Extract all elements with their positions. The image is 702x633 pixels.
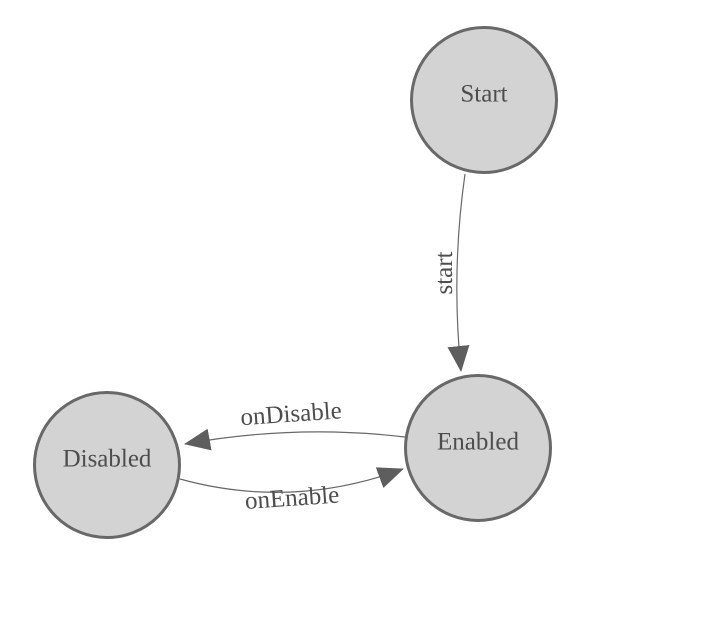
- state-node-enabled[interactable]: Enabled: [404, 374, 552, 522]
- transition-enabled-to-disabled: onDisable: [184, 397, 406, 451]
- transition-path-ondisable[interactable]: [184, 428, 406, 451]
- transition-label-start: start: [431, 251, 458, 294]
- state-node-disabled[interactable]: Disabled: [33, 391, 181, 539]
- state-circle-disabled[interactable]: [33, 391, 181, 539]
- transition-path-onenable[interactable]: [179, 467, 404, 493]
- state-circle-start[interactable]: [410, 26, 558, 174]
- transition-label-ondisable: onDisable: [240, 397, 343, 431]
- state-label-enabled: Enabled: [437, 428, 519, 455]
- transition-start-to-enabled: start: [431, 173, 470, 372]
- state-circle-enabled[interactable]: [404, 374, 552, 522]
- transition-path-start[interactable]: [447, 173, 470, 372]
- state-label-disabled: Disabled: [63, 445, 152, 472]
- state-label-start: Start: [460, 80, 507, 107]
- state-node-start[interactable]: Start: [410, 26, 558, 174]
- transition-label-onenable: onEnable: [244, 481, 340, 515]
- transition-disabled-to-enabled: onEnable: [179, 467, 404, 515]
